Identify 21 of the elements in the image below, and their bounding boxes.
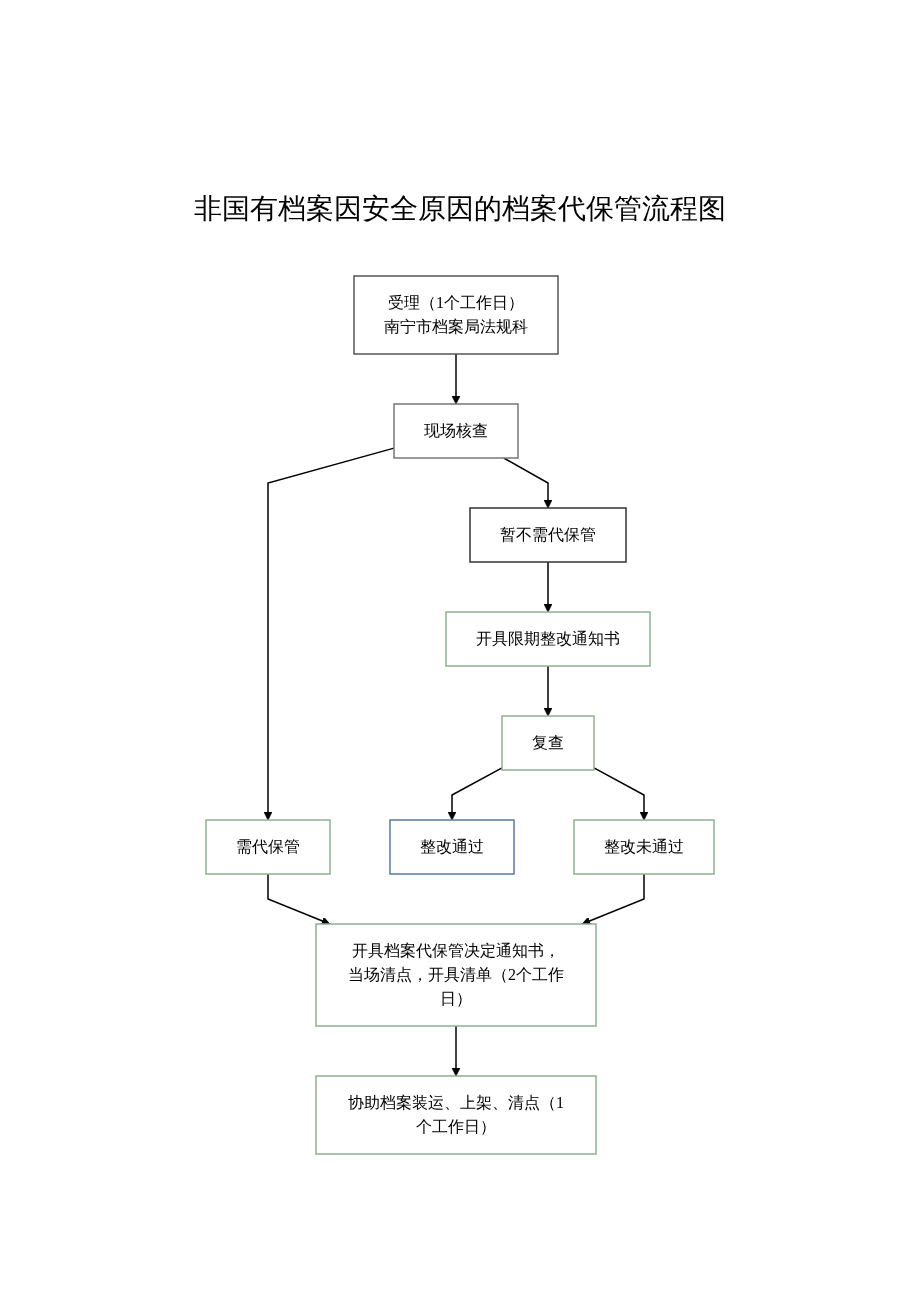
arrow (593, 767, 649, 821)
node-box: 协助档案装运、上架、清点（1个工作日） (315, 1075, 597, 1155)
node-box: 开具档案代保管决定通知书，当场清点，开具清单（2个工作日） (315, 923, 597, 1027)
node-box: 开具限期整改通知书 (445, 611, 651, 667)
arrow (503, 457, 553, 509)
node-box: 需代保管 (205, 819, 331, 875)
node-box: 暂不需代保管 (469, 507, 627, 563)
arrow (451, 1025, 461, 1077)
arrow (263, 447, 395, 821)
node-box: 整改未通过 (573, 819, 715, 875)
node-box: 现场核查 (393, 403, 519, 459)
node-box: 受理（1个工作日） 南宁市档案局法规科 (353, 275, 559, 355)
node-box: 整改通过 (389, 819, 515, 875)
arrow (447, 767, 503, 821)
diagram-title: 非国有档案因安全原因的档案代保管流程图 (193, 192, 727, 226)
arrow (543, 561, 553, 613)
arrow (451, 353, 461, 405)
arrow (543, 665, 553, 717)
arrow (267, 873, 331, 926)
arrow (581, 873, 645, 926)
node-box: 复查 (501, 715, 595, 771)
